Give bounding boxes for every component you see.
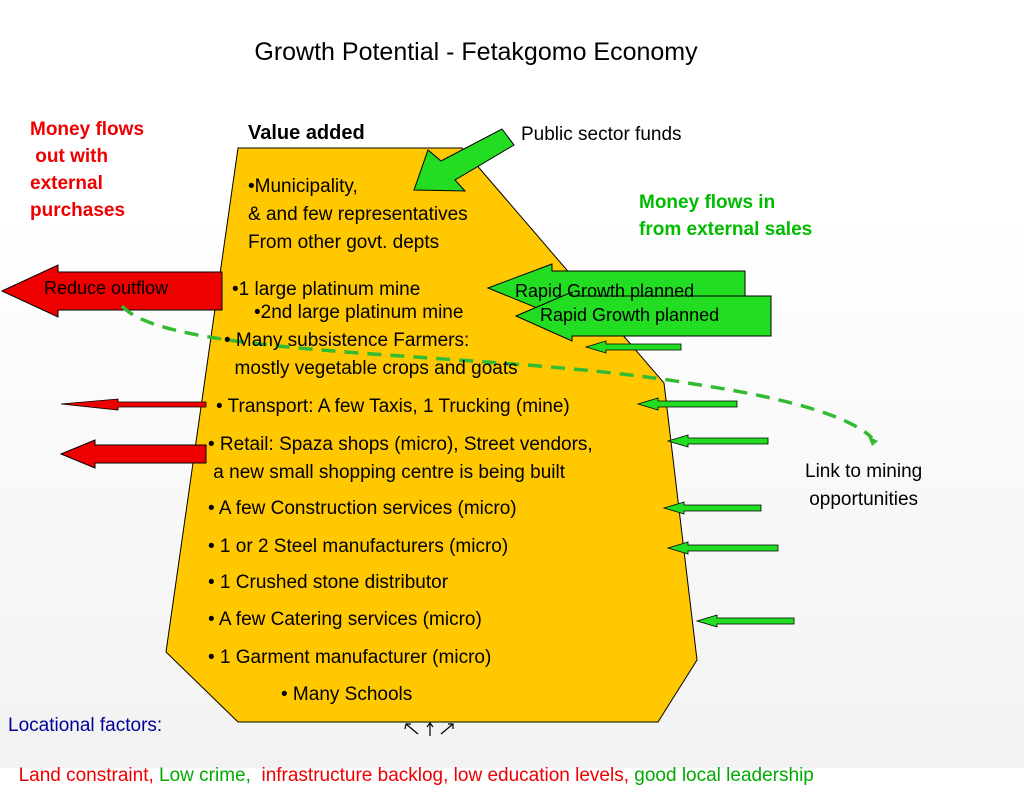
item-crushed-stone: • 1 Crushed stone distributor	[208, 572, 449, 593]
money-in-label: Money flows in from external sales	[639, 192, 813, 240]
outflow-arrow-retail	[59, 439, 207, 469]
item-platinum-mine-1: •1 large platinum mine	[232, 279, 421, 300]
inflow-arrow-steel	[666, 541, 779, 555]
rapid-growth-arrow-2	[514, 291, 772, 342]
mining-link-path	[120, 304, 874, 440]
item-construction: • A few Construction services (micro)	[208, 498, 517, 519]
item-retail: • Retail: Spaza shops (micro), Street ve…	[208, 434, 593, 483]
factor-land-constraint: Land constraint,	[18, 765, 160, 786]
item-farmers: • Many subsistence Farmers: mostly veget…	[224, 330, 518, 379]
locational-factors-heading: Locational factors:	[8, 715, 163, 736]
inflow-arrow-construction	[662, 501, 762, 515]
factor-leadership: good local leadership	[634, 765, 814, 786]
item-steel: • 1 or 2 Steel manufacturers (micro)	[208, 536, 509, 557]
inflow-arrow-catering	[695, 614, 795, 628]
diagram-canvas	[0, 28, 878, 736]
inflow-arrows	[584, 340, 795, 628]
item-platinum-mine-2: •2nd large platinum mine	[254, 302, 464, 323]
inflow-arrow-transport	[636, 397, 738, 411]
item-municipality: •Municipality, & and few representatives…	[248, 176, 468, 253]
item-garment: • 1 Garment manufacturer (micro)	[208, 647, 492, 668]
public-sector-label: Public sector funds	[521, 124, 682, 145]
rapid-growth-label-1: Rapid Growth planned	[515, 281, 695, 301]
inflow-arrow-farmers	[584, 340, 682, 354]
reduce-outflow-arrow	[0, 264, 223, 318]
reduce-outflow-label: Reduce outflow	[44, 278, 169, 298]
factor-backlog-education: infrastructure backlog, low education le…	[261, 765, 635, 786]
value-added-heading: Value added	[248, 122, 365, 144]
bottom-small-arrows	[404, 722, 454, 736]
item-schools: • Many Schools	[281, 684, 413, 705]
header-panel	[640, 28, 810, 160]
item-catering: • A few Catering services (micro)	[208, 609, 482, 630]
inflow-arrow-retail	[666, 434, 769, 448]
rapid-growth-label-2: Rapid Growth planned	[540, 305, 720, 325]
public-sector-arrow	[413, 128, 515, 192]
locational-factors-list: Land constraint, Low crime, infrastructu…	[8, 743, 814, 787]
item-transport: • Transport: A few Taxis, 1 Trucking (mi…	[216, 396, 570, 417]
page-title: Growth Potential - Fetakgomo Economy	[254, 38, 698, 66]
outflow-arrow-transport	[60, 398, 207, 411]
mining-link-arrowhead	[868, 436, 878, 446]
factor-low-crime: Low crime,	[159, 765, 262, 786]
money-out-label: Money flows out with external purchases	[30, 119, 145, 221]
mining-link-label: Link to mining opportunities	[805, 461, 923, 510]
